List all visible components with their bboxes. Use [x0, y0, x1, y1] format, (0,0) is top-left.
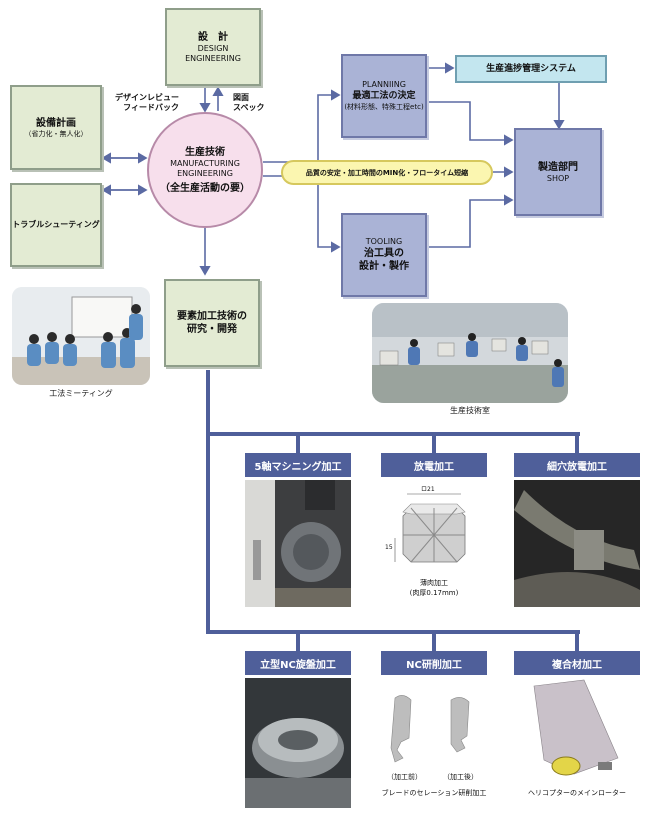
grinding-after-label: （加工後）	[443, 773, 478, 781]
progress-system-title: 生産進捗管理システム	[486, 63, 576, 74]
progress-system-box: 生産進捗管理システム	[455, 55, 607, 83]
drawing-line1: 図面	[233, 93, 249, 102]
grinding-before-label: （加工前）	[387, 773, 422, 781]
tab-nc-grinding: NC研削加工	[381, 651, 487, 675]
planning-box: PLANNIING 最適工法の決定 (材料形態、特殊工程etc)	[341, 54, 427, 138]
edm-part-diagram: ロ21 15 薄肉加工 (肉厚0.17mm)	[381, 480, 487, 607]
shop-en: SHOP	[546, 173, 570, 183]
edm-note1: 薄肉加工	[420, 579, 448, 587]
tooling-box: TOOLING 治工具の 設計・製作	[341, 213, 427, 297]
research-branch-lines	[206, 370, 580, 651]
tooling-en: TOOLING	[365, 237, 403, 246]
office-photo	[372, 303, 568, 403]
core-jp-title: 生産技術	[185, 146, 225, 158]
shop-box: 製造部門 SHOP	[514, 128, 602, 216]
tooling-title2: 設計・製作	[359, 261, 409, 272]
drawing-spec-label: 図面 スペック	[233, 93, 264, 113]
design-title: 設 計	[198, 31, 228, 43]
planning-title: 最適工法の決定	[352, 91, 416, 101]
research-development-box: 要素加工技術の 研究・開発	[164, 279, 260, 367]
five-axis-machine-image	[245, 480, 351, 607]
core-en-line1: MANUFACTURING	[170, 158, 240, 168]
design-en-line1: DESIGN	[197, 43, 229, 53]
vertical-nc-lathe-image	[245, 678, 351, 808]
troubleshooting-title: トラブルシューティング	[12, 220, 100, 229]
core-to-planning-arrow	[263, 89, 341, 163]
meeting-scene-image	[12, 287, 150, 385]
review-line1: デザインレビュー	[115, 93, 179, 102]
meeting-caption: 工法ミーティング	[49, 389, 113, 398]
design-en-line2: ENGINEERING	[185, 53, 241, 63]
planning-to-shop-arrow	[427, 101, 514, 146]
core-en-line2: ENGINEERING	[177, 168, 233, 178]
quality-banner-text: 品質の安定・加工時間のMIN化・フロータイム短縮	[305, 168, 469, 177]
edm-dim-side: 15	[385, 544, 393, 551]
design-review-label: デザインレビュー フィードバック	[107, 93, 179, 113]
edm-dim-top: ロ21	[421, 486, 435, 493]
meeting-photo	[12, 287, 150, 385]
tab-vertical-nc-lathe: 立型NC旋盤加工	[245, 651, 351, 675]
nc-grinding-image: （加工前） （加工後） ブレードのセレーション研削加工	[381, 678, 487, 808]
manufacturing-engineering-circle: 生産技術 MANUFACTURING ENGINEERING （全生産活動の要）	[147, 112, 263, 228]
tab-5axis-machining: 5軸マシニング加工	[245, 453, 351, 477]
composite-machining-image: ヘリコプターのメインローター	[514, 678, 640, 808]
tab-fine-hole-edm: 細穴放電加工	[514, 453, 640, 477]
tab-edm: 放電加工	[381, 453, 487, 477]
facility-plan-sub: （省力化・無人化）	[24, 129, 88, 138]
research-line1: 要素加工技術の	[177, 311, 247, 322]
facility-plan-title: 設備計画	[36, 117, 76, 129]
review-line2: フィードバック	[123, 103, 179, 112]
troubleshooting-box: トラブルシューティング	[10, 183, 102, 267]
tab-composite-machining: 複合材加工	[514, 651, 640, 675]
core-subtitle: （全生産活動の要）	[160, 182, 250, 194]
core-to-tooling-arrow	[263, 175, 341, 253]
facility-plan-box: 設備計画 （省力化・無人化）	[10, 85, 102, 170]
office-caption: 生産技術室	[450, 406, 490, 415]
drawing-line2: スペック	[233, 103, 265, 112]
edm-note2: (肉厚0.17mm)	[409, 589, 459, 597]
grinding-caption: ブレードのセレーション研削加工	[381, 789, 487, 797]
shop-jp: 製造部門	[538, 161, 578, 173]
tooling-title1: 治工具の	[364, 248, 404, 259]
office-scene-image	[372, 303, 568, 403]
composite-caption: ヘリコプターのメインローター	[528, 789, 626, 797]
planning-en: PLANNIING	[362, 80, 406, 89]
planning-sub: (材料形態、特殊工程etc)	[344, 103, 424, 111]
design-engineering-box: 設 計 DESIGN ENGINEERING	[165, 8, 261, 86]
fine-hole-edm-image	[514, 480, 640, 607]
quality-banner: 品質の安定・加工時間のMIN化・フロータイム短縮	[281, 160, 493, 185]
research-line2: 研究・開発	[187, 324, 237, 335]
tooling-to-shop-arrow	[427, 194, 514, 248]
